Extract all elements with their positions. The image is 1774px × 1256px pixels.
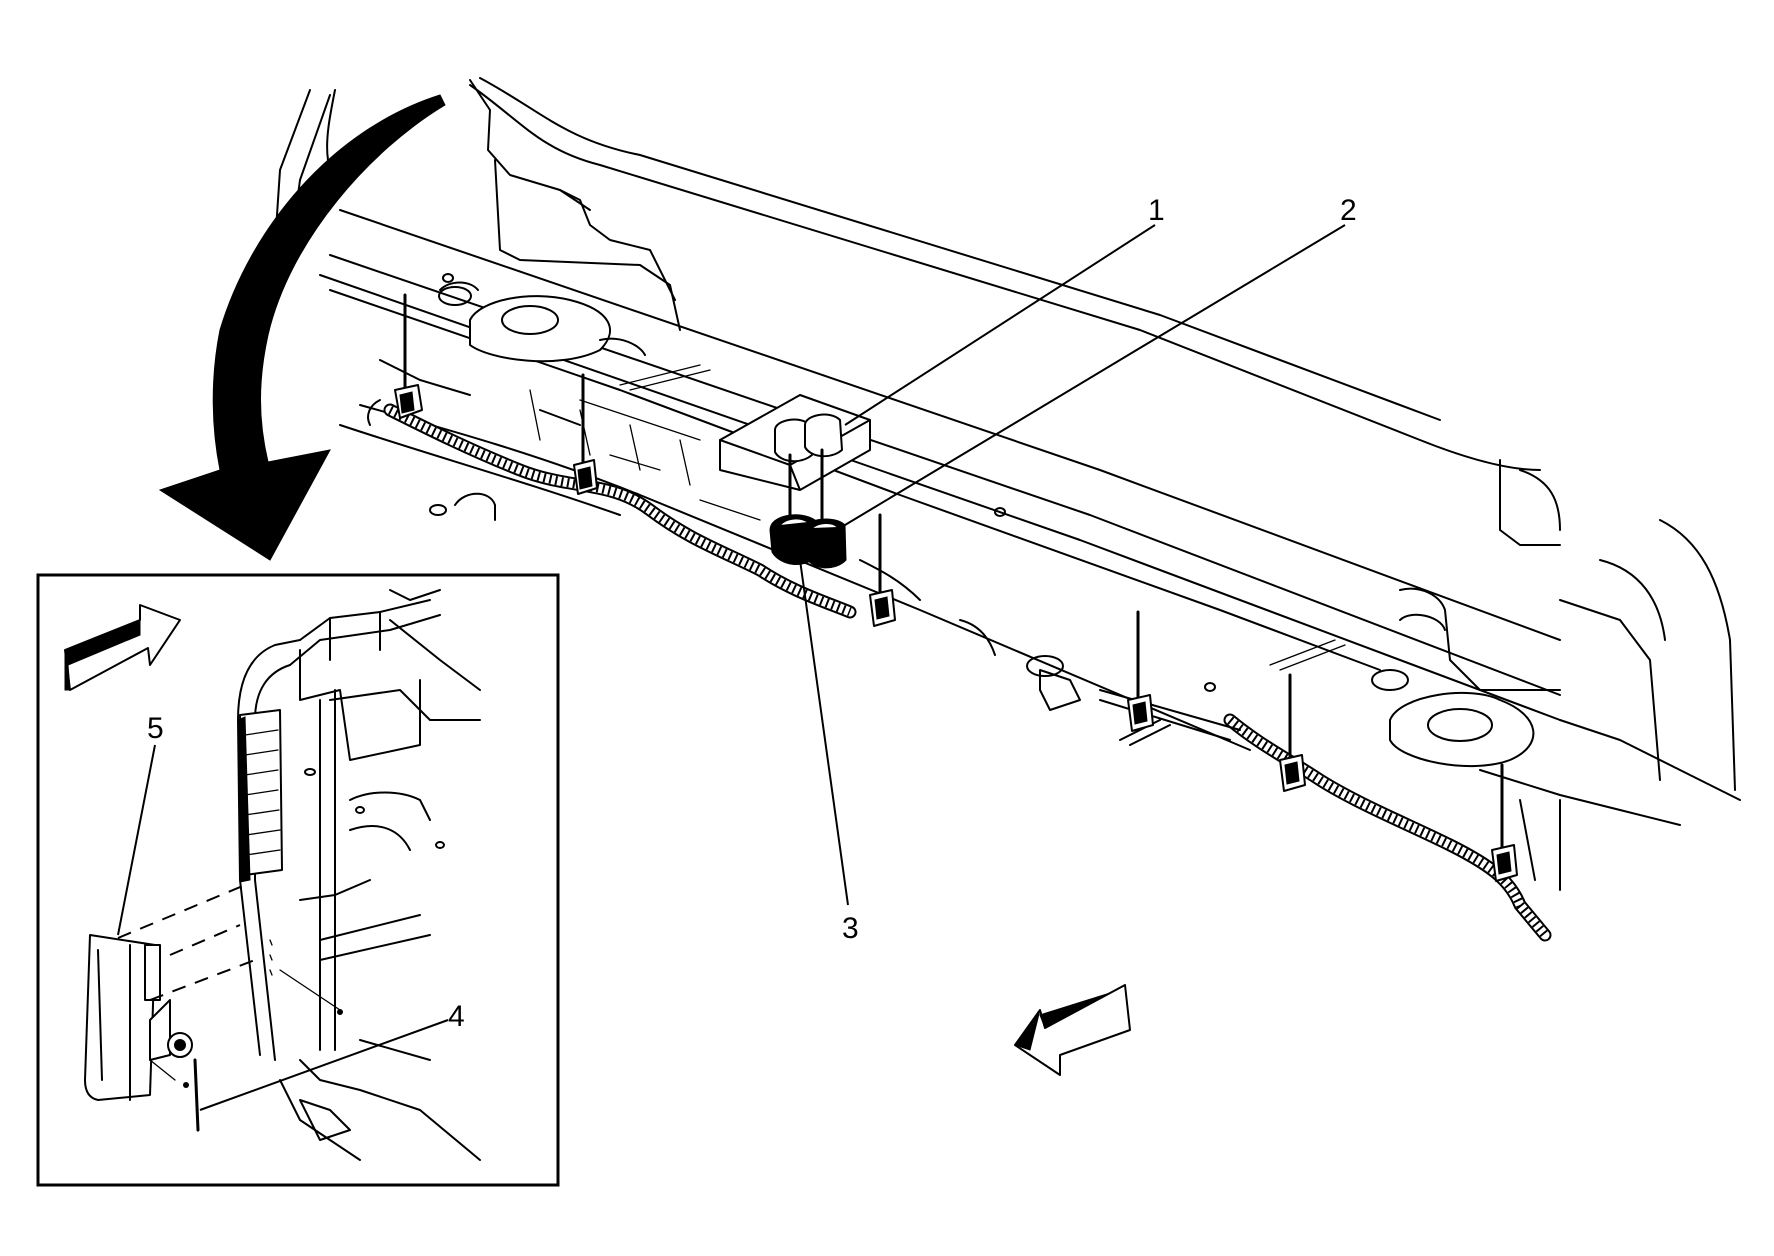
detail-inset — [36, 573, 560, 1187]
forward-arrow-icon — [1014, 984, 1131, 1076]
callout-4: 4 — [448, 1000, 465, 1033]
curved-arrow-icon — [158, 94, 446, 561]
callout-1: 1 — [1148, 194, 1165, 227]
callout-3: 3 — [842, 912, 859, 945]
callout-5: 5 — [147, 712, 164, 745]
callout-leaders — [117, 224, 1346, 1111]
forward-arrow-icon — [64, 604, 181, 691]
callout-2: 2 — [1340, 194, 1357, 227]
callout-labels: 1 2 3 4 5 — [147, 194, 1357, 1033]
harness-clips — [394, 293, 1518, 882]
harness-connectors — [769, 413, 847, 569]
